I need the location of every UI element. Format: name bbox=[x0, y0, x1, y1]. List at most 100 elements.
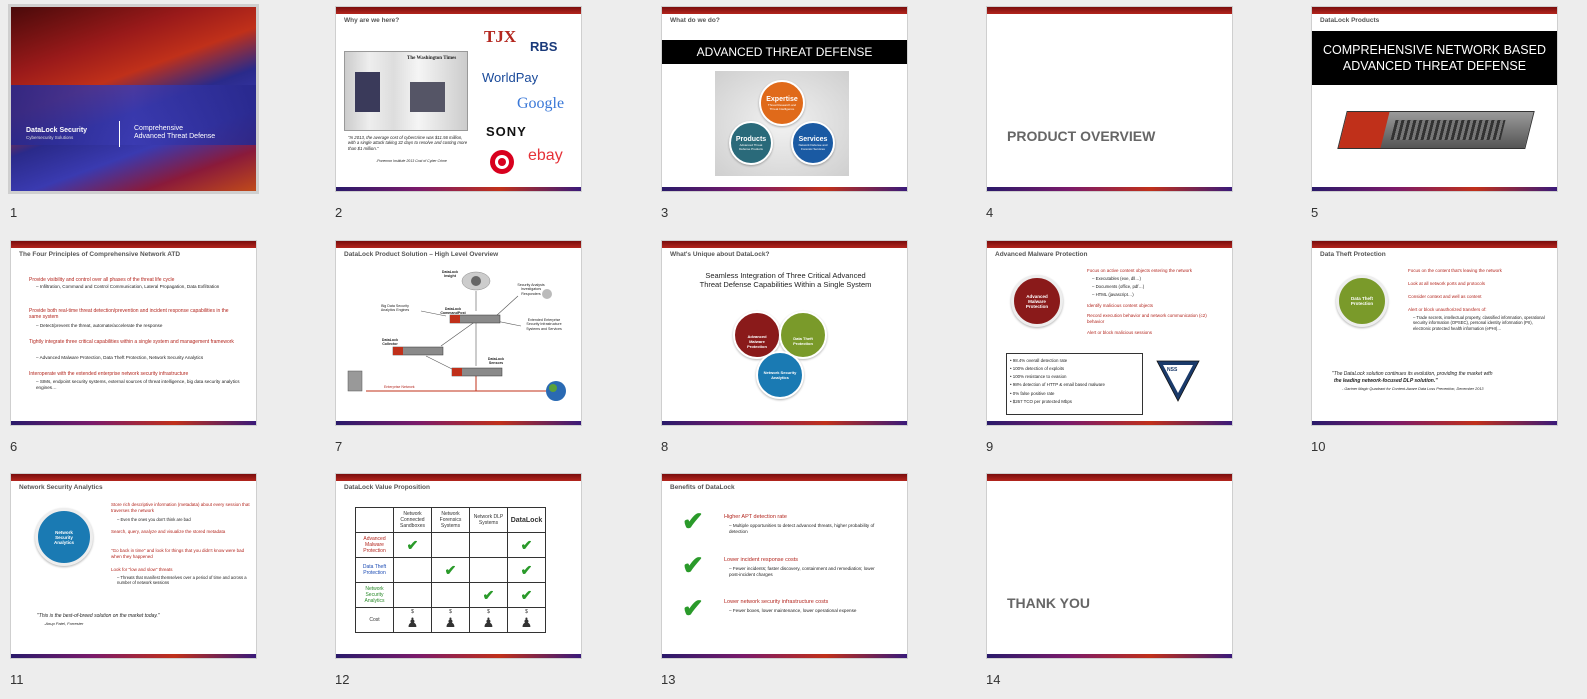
cost-dollar: $ bbox=[525, 609, 528, 615]
slide-number: 2 bbox=[335, 205, 343, 220]
slide-number: 12 bbox=[335, 672, 350, 687]
slide-thumb-7[interactable]: DataLock Product Solution – High Level O… bbox=[335, 240, 582, 454]
bullet-3: "Go back in time" and look for things th… bbox=[111, 548, 245, 559]
slide-title: What's Unique about DataLock? bbox=[670, 251, 770, 258]
check-icon: ✔ bbox=[444, 561, 457, 578]
slide-thumb-4[interactable]: PRODUCT OVERVIEW 4 bbox=[986, 6, 1233, 220]
col-sandboxes: Network Connected Sandboxes bbox=[393, 507, 432, 533]
bullet-1a: – Executables (exe, dll…) bbox=[1092, 276, 1141, 281]
quote-source: - Gartner Magic Quadrant for Content-Awa… bbox=[1342, 387, 1484, 391]
logo-rbs: RBS bbox=[530, 39, 558, 54]
nss-label: NSS bbox=[1167, 367, 1178, 373]
bullet-4: Look for "low and slow" threats bbox=[111, 567, 173, 572]
quote: "In 2013, the average cost of cybercrime… bbox=[348, 135, 468, 151]
col-datalock: DataLock bbox=[507, 507, 546, 533]
person-icon: ♟ bbox=[520, 615, 533, 630]
check-icon: ✔ bbox=[682, 506, 704, 536]
slide-thumb-8[interactable]: What's Unique about DataLock? Seamless I… bbox=[661, 240, 908, 454]
benefit-3-sub: – Fewer boxes, lower maintenance, lower … bbox=[729, 608, 857, 613]
slide-thumb-3[interactable]: What do we do? ADVANCED THREAT DEFENSE E… bbox=[661, 6, 908, 220]
slide-number: 4 bbox=[986, 205, 994, 220]
bullet-1c: – HTML (javascript…) bbox=[1092, 292, 1134, 297]
principle-3: Tightly integrate three critical capabil… bbox=[29, 339, 234, 345]
label-extended: Extended Enterprise Security Infrastruct… bbox=[526, 318, 562, 331]
slide-thumb-13[interactable]: Benefits of DataLock ✔ ✔ ✔ Higher APT de… bbox=[661, 473, 908, 687]
slide-thumb-1[interactable]: DataLock Security Cybersecurity Solution… bbox=[8, 4, 259, 220]
bullet-1: Focus on the content that's leaving the … bbox=[1408, 268, 1502, 273]
bullet-1-sub: – Even the ones you don't think are bad bbox=[117, 517, 191, 522]
slide-thumb-5[interactable]: DataLock Products COMPREHENSIVE NETWORK … bbox=[1311, 6, 1558, 220]
bullet-2: Identify malicious content objects bbox=[1087, 303, 1154, 308]
slide-number: 3 bbox=[661, 205, 669, 220]
label-network: Enterprise Network bbox=[384, 385, 415, 389]
row-data-theft: Data Theft Protection bbox=[355, 557, 394, 583]
slide-number: 1 bbox=[10, 205, 18, 220]
stat-1: • 98.4% overall detection rate bbox=[1010, 358, 1068, 363]
malware-icon: Advanced Malware Protection bbox=[1011, 275, 1063, 327]
label-commandpost: DataLock CommandPost bbox=[440, 307, 466, 316]
logo-ebay: ebay bbox=[528, 147, 563, 164]
slide-number: 5 bbox=[1311, 205, 1319, 220]
banner: ADVANCED THREAT DEFENSE bbox=[662, 40, 907, 64]
slide-title: Network Security Analytics bbox=[19, 484, 103, 491]
slide-title: DataLock Products bbox=[1320, 17, 1380, 24]
bullet-3: Record execution behavior and network co… bbox=[1087, 313, 1207, 324]
cost-dollar: $ bbox=[449, 609, 452, 615]
check-icon: ✔ bbox=[682, 593, 704, 623]
slide-title: The Four Principles of Comprehensive Net… bbox=[19, 251, 181, 258]
logo-target-icon bbox=[490, 150, 514, 174]
slide-number: 11 bbox=[10, 672, 24, 687]
slide-thumb-6[interactable]: The Four Principles of Comprehensive Net… bbox=[10, 240, 257, 454]
quote-line-1: "The DataLock solution continues its evo… bbox=[1332, 371, 1493, 377]
stats-box: • 98.4% overall detection rate • 100% de… bbox=[1006, 353, 1143, 415]
quote-source: -Anup Patel, Forrester bbox=[44, 621, 84, 626]
bullet-1: Store rich descriptive information (meta… bbox=[111, 502, 250, 513]
check-icon: ✔ bbox=[520, 536, 533, 553]
row-analytics: Network Security Analytics bbox=[355, 582, 394, 608]
label-sensors: DataLock Sensors bbox=[487, 357, 505, 366]
slide-number: 7 bbox=[335, 439, 343, 454]
quote-source: -Ponemon Institute 2013 Cost of Cyber Cr… bbox=[376, 159, 447, 163]
check-icon: ✔ bbox=[682, 550, 704, 580]
quote-line-2: the leading network-focused DLP solution… bbox=[1334, 378, 1438, 384]
bullet-4-sub: – Trade secrets, intellectual property, … bbox=[1413, 315, 1545, 331]
col-dlp: Network DLP Systems bbox=[469, 507, 508, 533]
venn-data-theft: Data Theft Protection bbox=[779, 311, 827, 359]
slide-thumb-2[interactable]: Why are we here? The Washington Times "I… bbox=[335, 6, 582, 220]
title-line-2: Advanced Threat Defense bbox=[134, 133, 216, 140]
principle-4: Interoperate with the extended enterpris… bbox=[29, 371, 189, 377]
slide-thumb-12[interactable]: DataLock Value Proposition Network Conne… bbox=[335, 473, 582, 687]
slide-thumb-11[interactable]: Network Security Analytics Network Secur… bbox=[10, 473, 257, 687]
stat-5: • 0% false positive rate bbox=[1010, 390, 1055, 396]
benefit-3: Lower network security infrastructure co… bbox=[724, 599, 829, 605]
slide-thumb-14[interactable]: THANK YOU 14 bbox=[986, 473, 1233, 687]
cost-dollar: $ bbox=[411, 609, 414, 615]
section-title: THANK YOU bbox=[1007, 595, 1090, 611]
principle-2-sub: – Detect/prevent the threat, automate/ac… bbox=[36, 323, 163, 328]
slide-number: 14 bbox=[986, 672, 1001, 687]
col-forensics: Network Forensics Systems bbox=[431, 507, 470, 533]
principle-1: Provide visibility and control over all … bbox=[29, 277, 175, 283]
logo-worldpay: WorldPay bbox=[482, 70, 539, 85]
slide-thumb-9[interactable]: Advanced Malware Protection Advanced Mal… bbox=[986, 240, 1233, 454]
principle-1-sub: – Infiltration, Command and Control Comm… bbox=[36, 284, 220, 289]
check-icon: ✔ bbox=[520, 561, 533, 578]
benefit-1-sub: – Multiple opportunities to detect advan… bbox=[729, 523, 875, 534]
nss-badge-icon bbox=[1156, 360, 1200, 402]
label-analysts: Security Analysts Investigators Responde… bbox=[517, 283, 545, 296]
logo-tjx: TJX bbox=[484, 27, 517, 46]
newspapers-image: The Washington Times bbox=[344, 51, 468, 131]
section-title: PRODUCT OVERVIEW bbox=[1007, 128, 1156, 144]
slide-title: What do we do? bbox=[670, 17, 720, 24]
stat-2: • 100% detection of exploits bbox=[1010, 366, 1065, 372]
slide-number: 13 bbox=[661, 672, 676, 687]
bullet-4: Alert or block unauthorized transfers of… bbox=[1408, 307, 1487, 312]
slide-number: 8 bbox=[661, 439, 669, 454]
cost-dollar: $ bbox=[487, 609, 490, 615]
value-table: Network Connected Sandboxes Network Fore… bbox=[355, 507, 546, 633]
slide-thumb-10[interactable]: Data Theft Protection Data Theft Protect… bbox=[1311, 240, 1558, 454]
